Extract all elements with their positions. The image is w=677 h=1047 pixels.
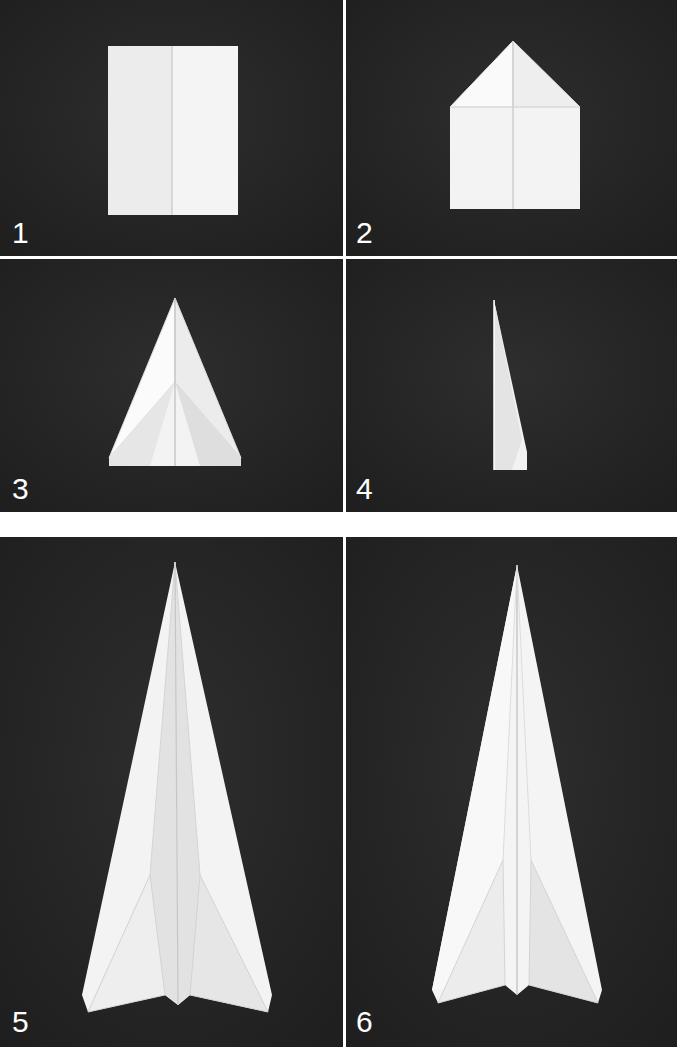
step-number: 5 bbox=[12, 1007, 29, 1037]
step-number: 6 bbox=[356, 1007, 373, 1037]
paper-sheet bbox=[494, 300, 527, 470]
step-number: 3 bbox=[12, 474, 29, 504]
step-number: 1 bbox=[12, 218, 29, 248]
panel-background bbox=[346, 537, 677, 1047]
step-number: 2 bbox=[356, 218, 373, 248]
panel-background bbox=[0, 0, 343, 256]
paper-sheet bbox=[450, 41, 580, 209]
panel-background bbox=[346, 0, 677, 256]
step-number: 4 bbox=[356, 474, 373, 504]
paper-plane bbox=[432, 565, 602, 1003]
panel-background bbox=[0, 259, 343, 512]
paper-plane bbox=[82, 562, 272, 1012]
panel-background bbox=[0, 537, 343, 1047]
paper-sheet bbox=[109, 298, 241, 466]
panel-background bbox=[346, 259, 677, 512]
paper-sheet bbox=[108, 46, 238, 215]
